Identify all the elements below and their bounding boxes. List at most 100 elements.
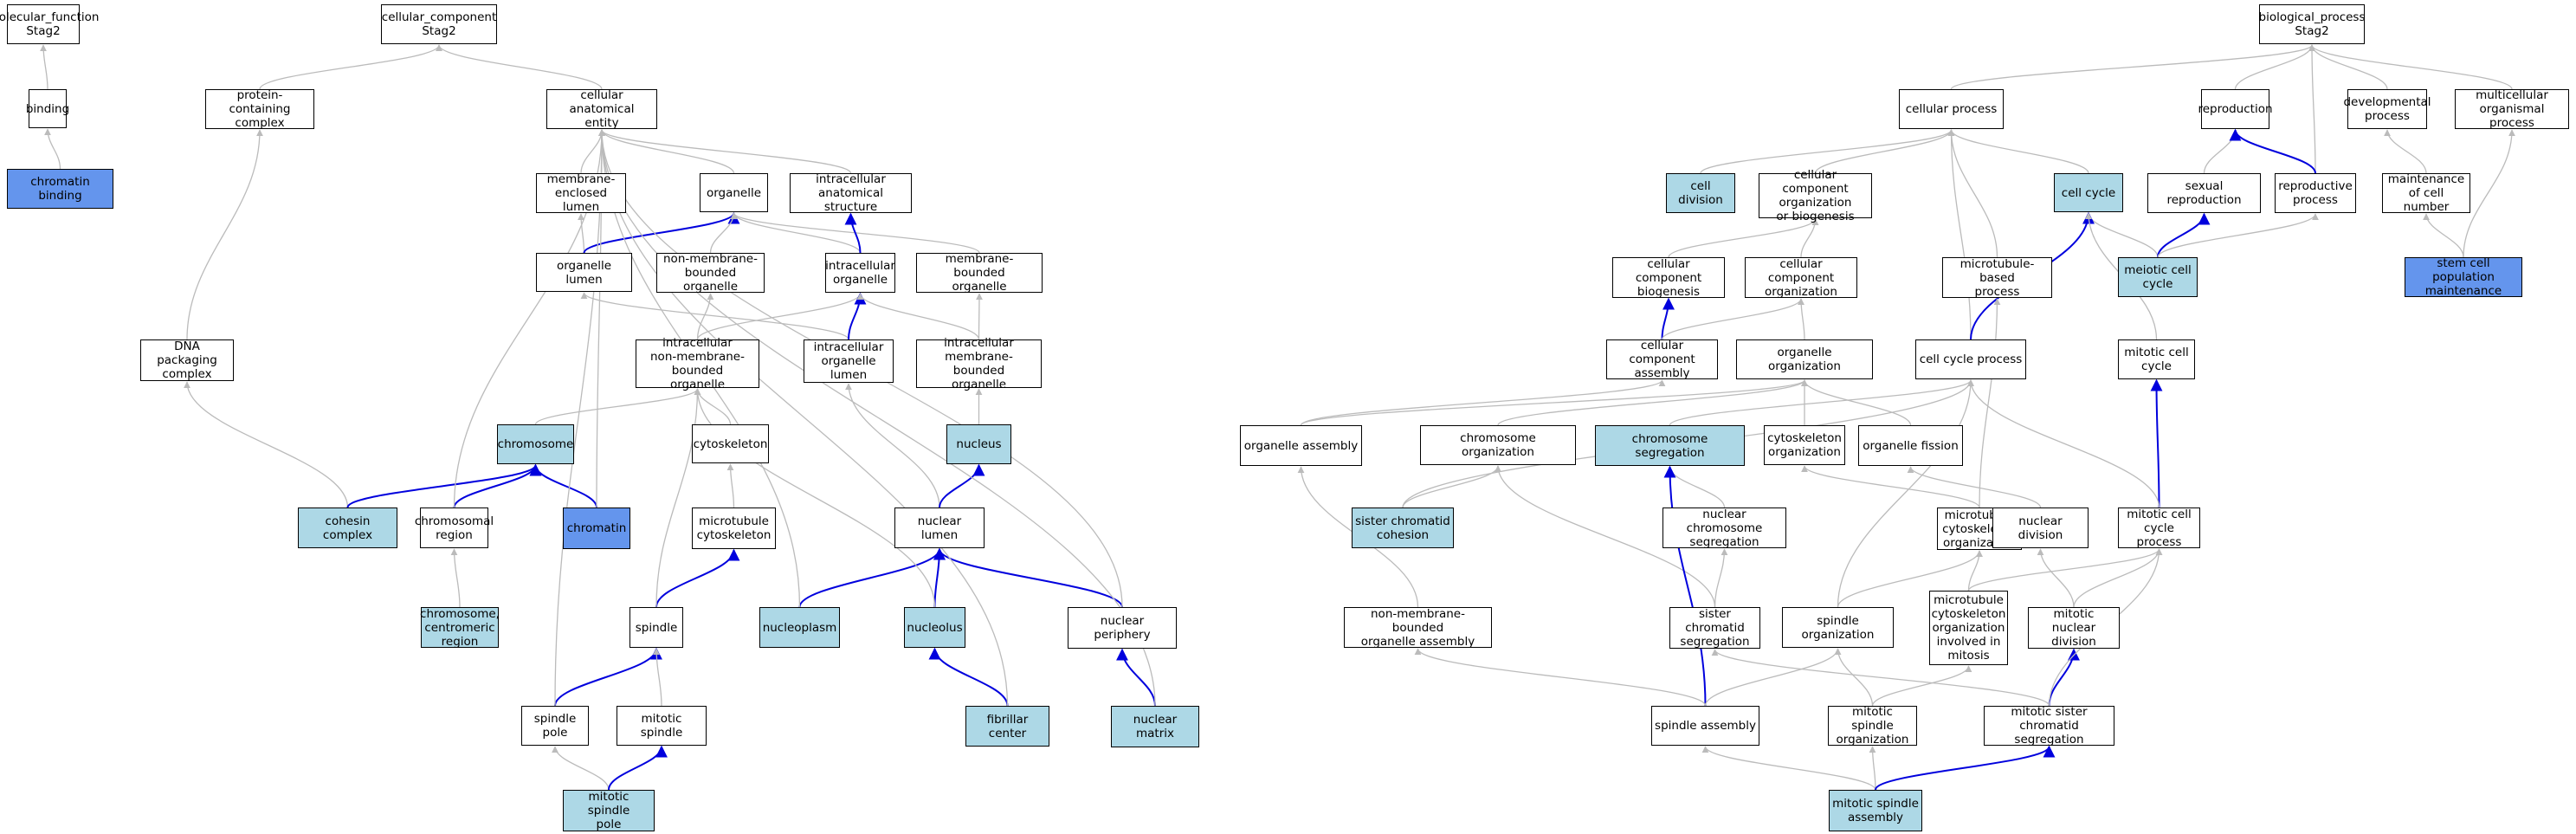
go-term-msa: mitotic spindle assembly [1829, 790, 1922, 831]
edge-is-a [730, 212, 862, 254]
go-term-mnd: mitotic nuclear division [2028, 607, 2120, 649]
edge-is-a [1814, 129, 1955, 174]
go-term-cc: cellular_component Stag2 [381, 4, 497, 44]
edge-part-of [453, 463, 542, 508]
go-term-nuclear-lumen: nuclear lumen [894, 508, 985, 548]
edge-is-a [1947, 129, 1972, 340]
edge-is-a [696, 293, 714, 340]
edge-is-a [1497, 379, 1808, 426]
go-term-cell-cycle: cell cycle [2054, 173, 2123, 212]
edge-is-a [1668, 218, 1819, 258]
go-term-ncs: nuclear chromosome segregation [1662, 508, 1786, 549]
edge-is-a [1907, 466, 2042, 508]
edge-is-a [2203, 129, 2239, 174]
go-term-nuc-matrix: nuclear matrix [1111, 706, 1199, 747]
edge-part-of [2157, 212, 2211, 258]
go-term-mt-process: microtubule-based process [1942, 257, 2052, 299]
go-term-dev-process: developmental process [2343, 89, 2431, 129]
edge-is-a [856, 293, 980, 340]
edge-part-of [608, 745, 668, 791]
edge-is-a [653, 648, 662, 707]
edge-is-a [436, 44, 603, 90]
edge-is-a [726, 463, 735, 508]
edge-is-a [2308, 44, 2513, 90]
go-term-organelle-lumen: organelle lumen [536, 253, 632, 292]
go-term-chrom-region: chromosomal region [415, 508, 494, 548]
edge-part-of [1116, 648, 1156, 707]
go-term-bp: biological_process Stag2 [2259, 4, 2366, 44]
go-term-chrom-org: chromosome organization [1420, 425, 1576, 465]
edge-is-a [1801, 465, 1980, 508]
edge-is-a [44, 128, 61, 170]
edge-is-a [1300, 379, 1808, 426]
edge-part-of [2150, 378, 2163, 508]
go-term-cae: cellular anatomical entity [546, 88, 657, 130]
edge-is-a [1837, 379, 1974, 608]
go-term-chromatin: chromatin [563, 508, 630, 549]
edge-part-of [2229, 128, 2316, 174]
edge-is-a [1801, 379, 1912, 426]
go-term-imbo: intracellular membrane-bounded organelle [916, 336, 1042, 391]
edge-is-a [1834, 648, 1874, 707]
edge-is-a [1869, 746, 1876, 791]
edge-is-a [696, 293, 864, 340]
edge-part-of [1661, 297, 1675, 340]
go-term-intra-org: intracellular organelle [825, 253, 895, 293]
go-term-ccp: cell cycle process [1915, 339, 2026, 379]
edge-is-a [1704, 648, 1842, 707]
edge-is-a [1947, 129, 2089, 174]
edge-is-a [1837, 550, 1983, 608]
go-term-dna-pack: DNA packaging complex [140, 339, 234, 381]
go-term-org-org: organelle organization [1736, 339, 1873, 379]
edge-is-a [184, 381, 349, 508]
edge-is-a [1967, 379, 2160, 508]
go-term-spindle-org: spindle organization [1782, 607, 1894, 648]
edge-is-a [2234, 44, 2315, 90]
go-term-nucleoplasm: nucleoplasm [759, 607, 840, 648]
edge-part-of [939, 463, 985, 508]
go-term-repro-process: reproductive process [2275, 173, 2356, 213]
go-term-cohesin: cohesin complex [298, 508, 397, 548]
go-term-mt-cyto: microtubule cytoskeleton [692, 508, 776, 549]
go-term-mitotic-spindle: mitotic spindle [617, 706, 707, 746]
go-term-meiotic: meiotic cell cycle [2118, 257, 2198, 297]
edge-is-a [1414, 648, 1707, 707]
go-term-stem-cell: stem cell population maintenance [2405, 256, 2522, 298]
go-term-msp: mitotic spindle pole [563, 790, 655, 831]
go-term-ccb: cellular component biogenesis [1612, 257, 1725, 299]
edge-part-of [844, 212, 862, 254]
edge-is-a [534, 388, 701, 425]
edge-part-of [933, 547, 1123, 608]
edge-is-a [845, 383, 940, 508]
go-term-centromeric: chromosome, centromeric region [420, 606, 500, 649]
edge-is-a [2308, 44, 2316, 174]
edge-is-a [598, 129, 735, 174]
go-term-nmboa: non-membrane-bounded organelle assembly [1344, 607, 1492, 649]
go-term-binding: binding [26, 89, 69, 128]
go-term-nucleolus: nucleolus [904, 607, 965, 648]
edge-is-a [552, 746, 610, 791]
go-term-organelle: organelle [700, 173, 768, 212]
edge-is-a [1495, 465, 1716, 608]
edge-is-a [1661, 298, 1804, 340]
edge-is-a [2463, 129, 2515, 258]
edge-is-a [1402, 465, 1501, 508]
edge-is-a [40, 44, 48, 90]
go-term-mccp: mitotic cell cycle process [2118, 508, 2200, 549]
edge-is-a [259, 44, 442, 90]
edge-is-a [2157, 213, 2319, 258]
edge-part-of [529, 463, 597, 508]
edge-is-a [1979, 298, 2001, 508]
edge-is-a [694, 388, 936, 608]
edge-is-a [1871, 665, 1972, 707]
edge-part-of [2048, 648, 2080, 707]
edge-part-of [346, 463, 542, 508]
go-term-spindle: spindle [629, 607, 683, 648]
go-term-inmbo: intracellular non-membrane-bounded organ… [636, 336, 759, 391]
edge-part-of [554, 647, 662, 707]
go-term-cca: cellular component assembly [1606, 339, 1718, 380]
edge-part-of [1663, 465, 1707, 707]
edge-is-a [730, 212, 980, 254]
edge-is-a [578, 213, 585, 254]
